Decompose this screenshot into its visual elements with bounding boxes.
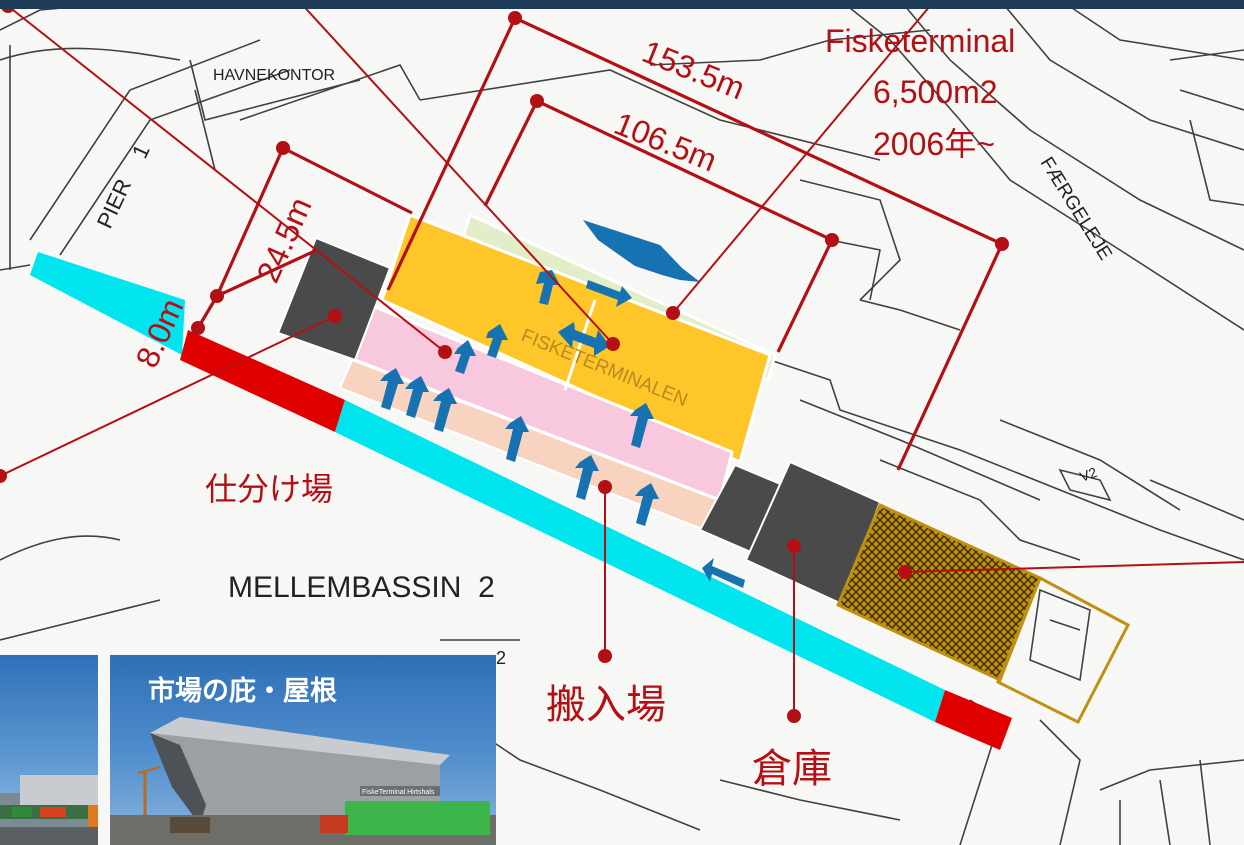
arrow-up-9 bbox=[635, 483, 659, 526]
arrow-up-5 bbox=[405, 376, 429, 418]
mellembassin-label: MELLEMBASSIN 2 bbox=[228, 571, 495, 604]
arrow-right-1 bbox=[586, 280, 632, 307]
length-inner-text: 106.5m bbox=[609, 105, 721, 178]
market-roof-drawing: FiskeTerminal Hirtshals bbox=[110, 717, 496, 845]
quay-red-segment bbox=[180, 330, 345, 432]
pier-number-label: 1 bbox=[127, 140, 155, 162]
arrow-up-10 bbox=[630, 403, 654, 448]
market-roof-photo: FiskeTerminal Hirtshals 市場の庇・屋根 bbox=[110, 655, 496, 845]
terminal-year-text: 2006年~ bbox=[873, 126, 995, 162]
flow-arrows bbox=[380, 220, 745, 588]
length-outer-text: 153.5m bbox=[637, 33, 749, 106]
arrow-up-6 bbox=[433, 388, 457, 432]
terminal-name-text: Fisketerminal bbox=[825, 23, 1015, 59]
arrow-up-3 bbox=[454, 340, 476, 374]
leader-lines bbox=[0, 0, 1244, 716]
dimension-dots bbox=[191, 11, 1009, 335]
quay-cyan-segment bbox=[30, 252, 185, 355]
warehouse-text: 倉庫 bbox=[752, 747, 832, 791]
terminal-area-text: 6,500m2 bbox=[873, 74, 998, 110]
depth-note-label: 2 bbox=[496, 648, 506, 668]
harbor-photo-left bbox=[0, 655, 98, 845]
quay-edge bbox=[30, 252, 1012, 750]
quay-red-end bbox=[935, 690, 1012, 750]
havnekontor-label: HAVNEKONTOR bbox=[213, 67, 335, 84]
slide-top-bar bbox=[0, 0, 1244, 9]
dim-153-5m bbox=[386, 15, 1005, 471]
pier-label: PIER bbox=[92, 175, 136, 232]
arrow-up-7 bbox=[505, 416, 529, 462]
terminal-zones bbox=[276, 212, 1131, 725]
sorting-area-text: 仕分け場 bbox=[205, 471, 333, 507]
arrow-up-4 bbox=[380, 368, 404, 410]
arrow-up-2 bbox=[486, 324, 508, 358]
arrow-left bbox=[702, 558, 745, 588]
loading-area-text: 搬入場 bbox=[546, 683, 666, 727]
zone-divider bbox=[563, 299, 597, 391]
building-sign-text: FiskeTerminal Hirtshals bbox=[362, 789, 435, 796]
faergeleje-label: FÆRGELEJE bbox=[1036, 154, 1116, 265]
hatched-zone-outline bbox=[996, 575, 1131, 725]
leader-dots bbox=[0, 0, 912, 723]
arrow-up-8 bbox=[575, 455, 599, 500]
arrow-large bbox=[583, 220, 700, 282]
roof-caption-title: 市場の庇・屋根 bbox=[148, 676, 337, 706]
dim-106-5m bbox=[483, 98, 835, 353]
harbor-photo-left-drawing bbox=[0, 775, 98, 845]
arrow-double bbox=[558, 322, 610, 356]
quay-cyan-long bbox=[335, 400, 945, 722]
v2-label: V2 bbox=[1078, 464, 1100, 485]
